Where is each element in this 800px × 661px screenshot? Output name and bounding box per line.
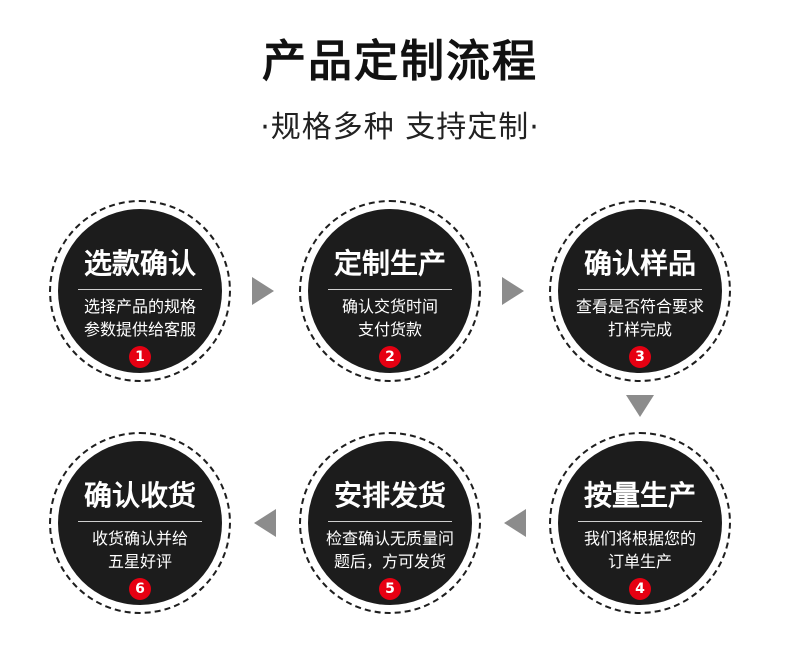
divider: [78, 521, 202, 522]
step-6-circle: 确认收货 收货确认并给 五星好评 6: [49, 432, 231, 614]
step-number-badge: 2: [379, 346, 401, 368]
triangle-arrow-icon: [252, 277, 274, 305]
step-1-circle: 选款确认 选择产品的规格 参数提供给客服 1: [49, 200, 231, 382]
step-description: 确认交货时间 支付货款: [308, 295, 472, 341]
step-description: 选择产品的规格 参数提供给客服: [58, 295, 222, 341]
step-desc-line: 订单生产: [607, 552, 672, 571]
step-description: 检查确认无质量问 题后，方可发货: [308, 527, 472, 573]
step-heading: 确认样品: [583, 247, 696, 280]
step-desc-line: 查看是否符合要求: [575, 297, 704, 316]
step-desc-line: 我们将根据您的: [583, 529, 696, 548]
step-desc-line: 五星好评: [107, 552, 172, 571]
page-title: 产品定制流程: [262, 36, 538, 87]
step-desc-line: 确认交货时间: [341, 297, 438, 316]
step-desc-line: 参数提供给客服: [83, 320, 196, 339]
divider: [578, 521, 702, 522]
step-5-circle: 安排发货 检查确认无质量问 题后，方可发货 5: [299, 432, 481, 614]
step-number-badge: 4: [629, 578, 651, 600]
divider: [578, 289, 702, 290]
step-desc-line: 收货确认并给: [91, 529, 188, 548]
step-number-badge: 6: [129, 578, 151, 600]
step-heading: 安排发货: [333, 479, 446, 512]
page-subtitle: ·规格多种 支持定制·: [260, 110, 540, 145]
step-description: 收货确认并给 五星好评: [58, 527, 222, 573]
step-number-badge: 5: [379, 578, 401, 600]
step-heading: 按量生产: [583, 479, 696, 512]
triangle-arrow-icon: [254, 509, 276, 537]
step-description: 查看是否符合要求 打样完成: [558, 295, 722, 341]
step-3-circle: 确认样品 查看是否符合要求 打样完成 3: [549, 200, 731, 382]
divider: [328, 521, 452, 522]
step-number-badge: 1: [129, 346, 151, 368]
step-heading: 定制生产: [333, 247, 446, 280]
step-desc-line: 支付货款: [357, 320, 422, 339]
triangle-arrow-icon: [504, 509, 526, 537]
triangle-arrow-icon: [626, 395, 654, 417]
step-4-circle: 按量生产 我们将根据您的 订单生产 4: [549, 432, 731, 614]
triangle-arrow-icon: [502, 277, 524, 305]
step-desc-line: 打样完成: [607, 320, 672, 339]
step-desc-line: 检查确认无质量问: [325, 529, 454, 548]
step-desc-line: 选择产品的规格: [83, 297, 196, 316]
step-2-circle: 定制生产 确认交货时间 支付货款 2: [299, 200, 481, 382]
step-heading: 确认收货: [83, 479, 196, 512]
step-heading: 选款确认: [83, 247, 196, 280]
step-number-badge: 3: [629, 346, 651, 368]
step-desc-line: 题后，方可发货: [333, 552, 446, 571]
divider: [78, 289, 202, 290]
divider: [328, 289, 452, 290]
step-description: 我们将根据您的 订单生产: [558, 527, 722, 573]
